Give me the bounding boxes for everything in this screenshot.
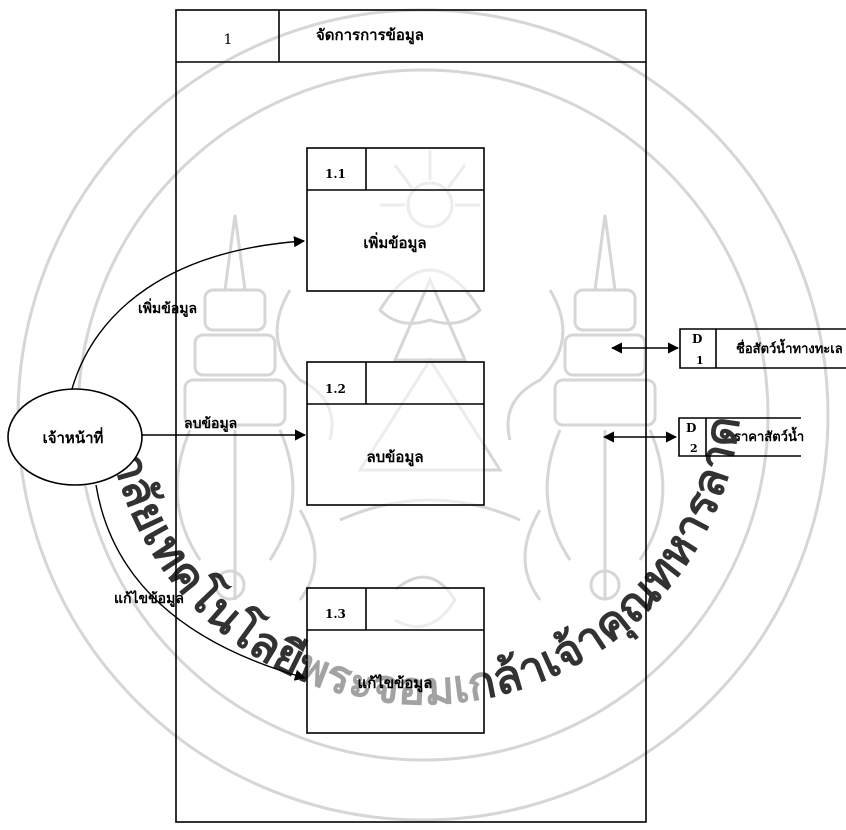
- subprocess-1-1-id: 1.1: [325, 167, 346, 181]
- data-store-2-number: 2: [690, 442, 698, 455]
- data-store-1-number: 1: [696, 354, 704, 367]
- subprocess-1-2-id: 1.2: [325, 382, 346, 396]
- external-entity[interactable]: เจ้าหน้าที่: [8, 389, 142, 485]
- subprocess-1-3[interactable]: 1.3 แก้ไขข้อมูล: [307, 588, 484, 733]
- flow-add-label: เพิ่มข้อมูล: [138, 298, 197, 317]
- data-store-1-label: ชื่อสัตว์น้ำทางทะเล: [736, 338, 843, 357]
- subprocess-1-1[interactable]: 1.1 เพิ่มข้อมูล: [307, 148, 484, 291]
- data-store-1-prefix: D: [692, 332, 702, 346]
- subprocess-1-2-label: ลบข้อมูล: [366, 448, 423, 467]
- subprocess-1-3-id: 1.3: [325, 607, 346, 621]
- data-store-2-prefix: D: [686, 421, 696, 435]
- external-entity-label: เจ้าหน้าที่: [43, 427, 104, 447]
- flow-delete-label: ลบข้อมูล: [184, 416, 237, 432]
- flow-edit-label: แก้ไขข้อมูล: [114, 589, 184, 607]
- main-process-title: จัดการการข้อมูล: [316, 26, 424, 45]
- subprocess-1-3-label: แก้ไขข้อมูล: [358, 673, 433, 693]
- main-process-id: 1: [224, 32, 233, 48]
- subprocess-1-1-label: เพิ่มข้อมูล: [363, 232, 426, 253]
- subprocess-1-2[interactable]: 1.2 ลบข้อมูล: [307, 362, 484, 505]
